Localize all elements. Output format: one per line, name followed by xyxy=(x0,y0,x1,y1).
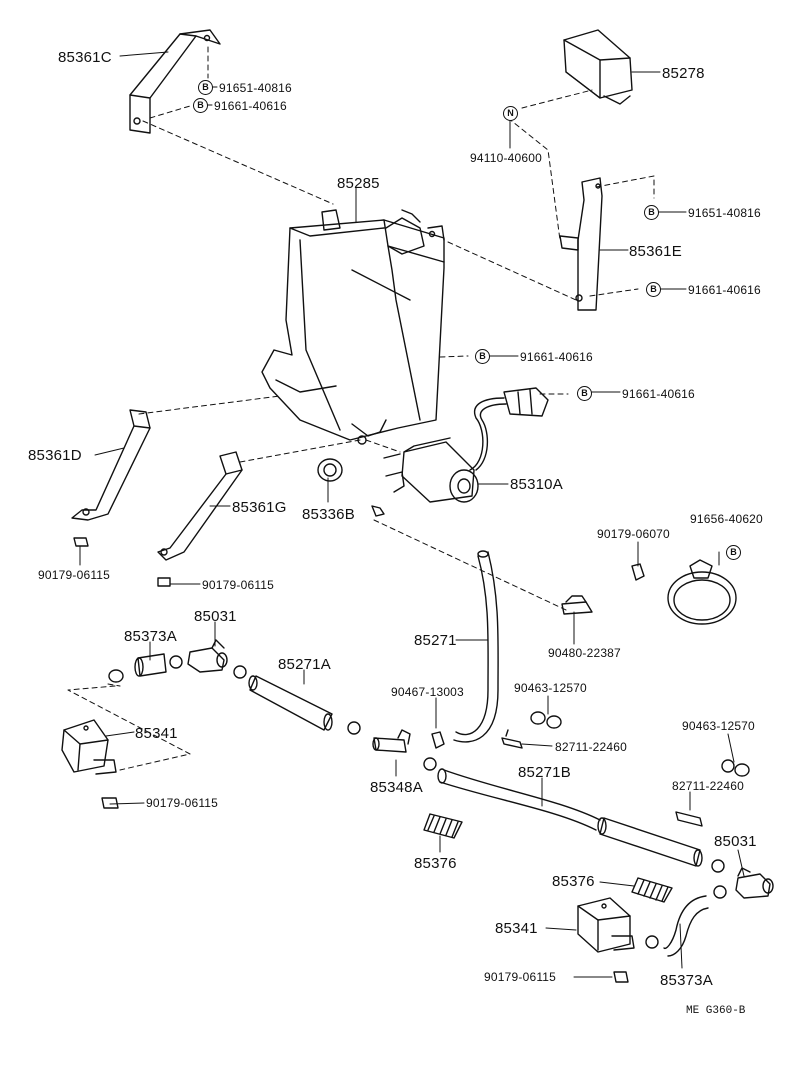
part-label-l13: 85310A xyxy=(510,476,563,493)
part-label-l26: 90463-12570 xyxy=(514,681,587,695)
part-label-l27: 85341 xyxy=(135,725,178,742)
clip-right-c xyxy=(645,935,659,949)
part-label-l10: 91661-40616 xyxy=(520,350,593,364)
bellows-85376-a xyxy=(423,813,463,839)
bracket-85361d xyxy=(71,409,151,521)
washer-tank-85285 xyxy=(261,209,445,445)
nut-90179-06115-b xyxy=(157,577,171,587)
part-label-l12: 85361D xyxy=(28,447,82,464)
part-label-l11: 91661-40616 xyxy=(622,387,695,401)
nozzle-85341-left xyxy=(61,719,117,775)
part-label-l29: 82711-22460 xyxy=(555,740,628,754)
hose-85271a xyxy=(248,675,333,731)
part-label-l7: 91651-40816 xyxy=(688,206,761,220)
part-label-l22: 85271 xyxy=(414,632,457,649)
part-label-l9: 91661-40616 xyxy=(688,283,761,297)
reference-lines xyxy=(67,46,655,771)
hose-band-91656-40620 xyxy=(667,559,737,625)
clip-left-b xyxy=(169,655,183,669)
nozzle-85341-right xyxy=(577,897,635,953)
part-label-l20: 85031 xyxy=(194,608,237,625)
part-label-l35: 85376 xyxy=(414,855,457,872)
bellows-85376-b xyxy=(631,877,673,903)
part-label-l2: 91651-40816 xyxy=(219,81,292,95)
part-label-l39: 90179-06115 xyxy=(484,970,557,984)
hose-85373a-right xyxy=(663,895,709,957)
leader-lines xyxy=(79,51,745,978)
clamp-82711-22460-a xyxy=(501,729,523,749)
clip-90463-12570-a xyxy=(530,711,562,729)
part-label-l3: 91661-40616 xyxy=(214,99,287,113)
hose-85271 xyxy=(453,550,499,743)
clip-left-c xyxy=(233,665,247,679)
nut-90179-06115-c xyxy=(101,797,119,809)
pump-motor-85310a xyxy=(383,387,549,503)
marker-m3: N xyxy=(503,106,518,121)
clamp-82711-22460-b xyxy=(675,811,703,827)
part-label-l16: 91656-40620 xyxy=(690,512,763,526)
part-label-l40: ME G360-B xyxy=(686,1005,746,1017)
marker-m6: B xyxy=(475,349,490,364)
clip-right-a xyxy=(711,859,725,873)
part-label-l28: 90463-12570 xyxy=(682,719,755,733)
part-label-l1: 85361C xyxy=(58,49,112,66)
marker-m8: B xyxy=(726,545,741,560)
clip-left-85373a xyxy=(108,669,124,683)
marker-m4: B xyxy=(644,205,659,220)
clip-90463-12570-b xyxy=(721,759,750,777)
part-label-l19: 90179-06115 xyxy=(202,578,275,592)
part-label-l6: 85285 xyxy=(337,175,380,192)
part-label-l17: 90179-06070 xyxy=(597,527,670,541)
cover-85278 xyxy=(563,29,633,105)
small-clip-near-grommet xyxy=(371,505,385,517)
joint-85348a xyxy=(372,729,411,753)
part-label-l24: 85271A xyxy=(278,656,331,673)
bracket-85361e xyxy=(559,177,603,311)
clip-90179-06070 xyxy=(631,563,645,581)
marker-m2: B xyxy=(193,98,208,113)
marker-m7: B xyxy=(577,386,592,401)
part-label-l23: 90480-22387 xyxy=(548,646,621,660)
part-label-l36: 85376 xyxy=(552,873,595,890)
clip-left-d xyxy=(347,721,361,735)
nut-90179-06115-a xyxy=(73,537,89,547)
part-label-l32: 82711-22460 xyxy=(672,779,745,793)
part-label-l4: 85278 xyxy=(662,65,705,82)
clip-right-b xyxy=(713,885,727,899)
part-label-l31: 85348A xyxy=(370,779,423,796)
part-label-l37: 85341 xyxy=(495,920,538,937)
part-label-l14: 85361G xyxy=(232,499,287,516)
joint-85031-right xyxy=(735,867,774,899)
part-label-l18: 90179-06115 xyxy=(38,568,111,582)
bracket-85361c xyxy=(129,29,221,134)
part-label-l25: 90467-13003 xyxy=(391,685,464,699)
part-label-l8: 85361E xyxy=(629,243,682,260)
part-label-l38: 85373A xyxy=(660,972,713,989)
part-label-l15: 85336B xyxy=(302,506,355,523)
marker-m1: B xyxy=(198,80,213,95)
clip-joint-b xyxy=(423,757,437,771)
grommet-85336b xyxy=(317,458,343,482)
marker-m5: B xyxy=(646,282,661,297)
hose-85271b xyxy=(437,768,703,867)
grommet-90480-22387 xyxy=(561,595,593,615)
joint-85031-left xyxy=(187,639,228,673)
bracket-85361g xyxy=(157,451,243,561)
part-label-l33: 90179-06115 xyxy=(146,796,219,810)
part-label-l34: 85031 xyxy=(714,833,757,850)
clip-90467-13003 xyxy=(431,731,445,749)
nut-90179-06115-d xyxy=(613,971,629,983)
part-label-l30: 85271B xyxy=(518,764,571,781)
hose-85373a-left xyxy=(134,653,167,677)
part-label-l21: 85373A xyxy=(124,628,177,645)
part-label-l5: 94110-40600 xyxy=(470,151,543,165)
